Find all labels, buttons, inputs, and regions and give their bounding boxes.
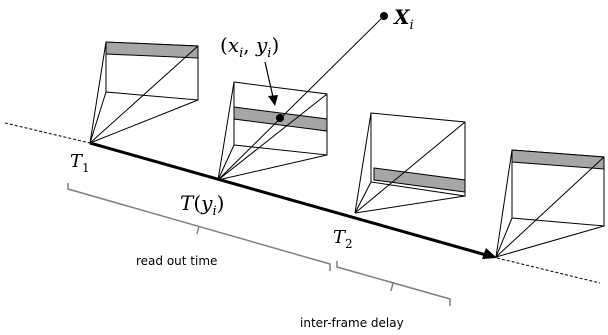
time-label-t2: T2 xyxy=(333,227,353,251)
camera-frame-1 xyxy=(89,41,199,144)
camera-4-ray xyxy=(495,149,513,258)
camera-4-ray xyxy=(495,217,513,258)
time-axis-dashed-start xyxy=(4,122,91,144)
read-out-time-label: read out time xyxy=(136,254,217,268)
camera-3-ray xyxy=(354,195,466,214)
time-label-t-yi: T(yi) xyxy=(180,191,224,219)
time-axis-dashed-end xyxy=(496,257,601,284)
time-axis-arrowhead xyxy=(482,248,497,259)
camera-frame-4 xyxy=(495,149,605,258)
camera-1-scanline xyxy=(105,41,199,59)
camera-2-ray xyxy=(217,144,235,181)
camera-1-ray xyxy=(89,41,107,144)
pixel-label-arrow xyxy=(264,61,274,98)
camera-2-ray xyxy=(217,81,235,181)
pixel-coordinate-label: (xi, yi) xyxy=(220,33,279,61)
camera-4-scanline xyxy=(511,149,605,170)
camera-4-ray xyxy=(495,156,605,258)
inter-frame-delay-label: inter-frame delay xyxy=(300,316,404,330)
projection-ray xyxy=(217,15,385,181)
camera-4-ray xyxy=(495,225,605,258)
camera-1-ray xyxy=(89,45,199,144)
world-point-marker xyxy=(380,12,388,20)
image-point-marker xyxy=(276,114,284,122)
camera-3-scanline xyxy=(373,167,466,193)
camera-2-ray xyxy=(217,154,328,181)
camera-1-ray xyxy=(89,91,107,144)
camera-3-ray xyxy=(354,181,372,214)
read-out-time-brace xyxy=(67,183,331,271)
camera-3-ray xyxy=(354,121,466,214)
world-point-label: Xi xyxy=(392,5,414,33)
time-label-t1: T1 xyxy=(70,151,90,175)
inter-frame-delay-brace xyxy=(336,261,451,306)
camera-3-ray xyxy=(354,112,372,214)
camera-1-ray xyxy=(89,99,199,144)
time-axis xyxy=(89,141,487,257)
camera-frame-3 xyxy=(354,112,466,214)
camera-2-ray xyxy=(217,93,328,181)
pixel-label-arrowhead xyxy=(268,95,278,106)
